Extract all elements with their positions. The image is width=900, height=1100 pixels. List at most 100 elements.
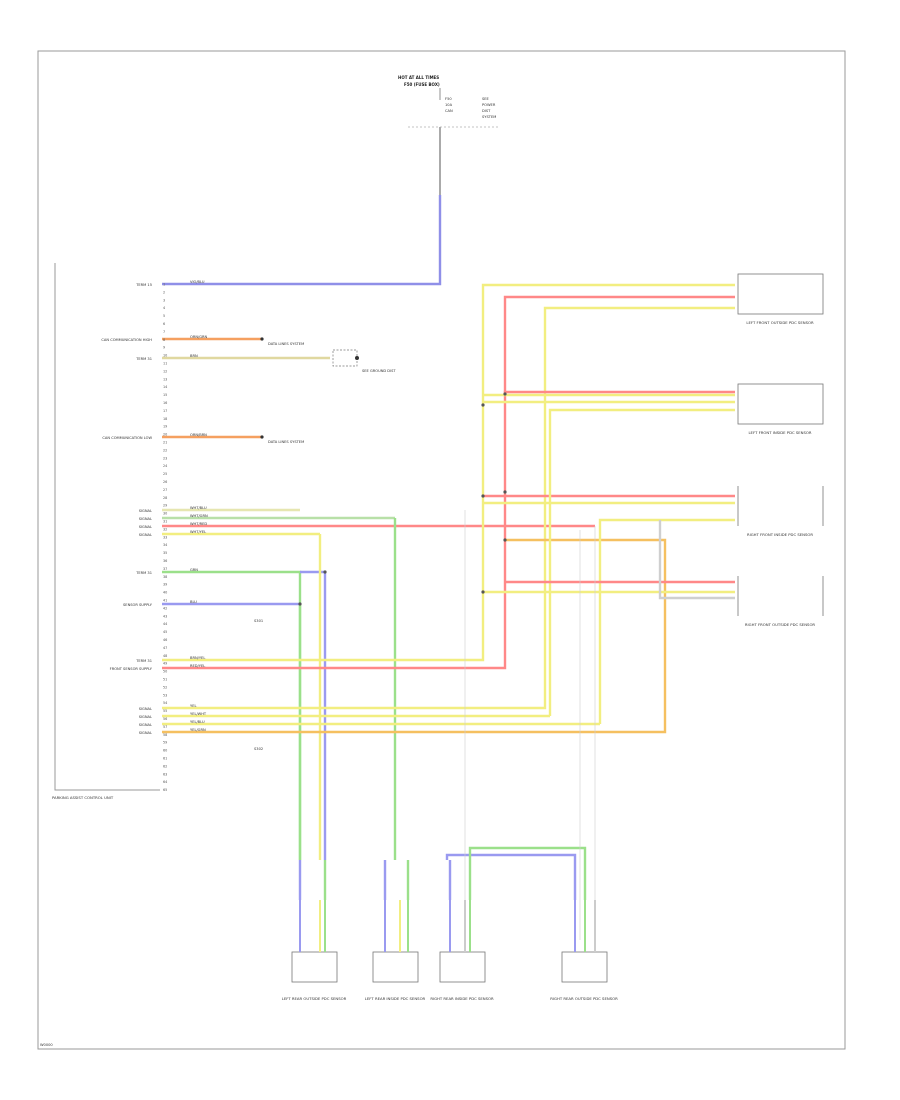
pin-number: 25: [163, 472, 167, 476]
pin-number: 53: [163, 693, 167, 697]
pin-number: 10: [163, 354, 167, 358]
fuse-label: F50: [445, 97, 452, 101]
wire-code-14: YEL/WHT: [190, 712, 207, 716]
wire-code-6: WHT/GRN: [190, 514, 208, 518]
pin-number: 34: [163, 543, 167, 547]
pin-number: 64: [163, 780, 167, 784]
pin-number: 56: [163, 717, 167, 721]
pin-number: 52: [163, 685, 167, 689]
pin-number: 55: [163, 709, 167, 713]
wire-code-3: BRN: [190, 354, 198, 358]
pin-number: 47: [163, 646, 167, 650]
pin-number: 29: [163, 504, 167, 508]
rear-sensor-name-3: RIGHT REAR INSIDE PDC SENSOR: [430, 996, 494, 1001]
pin-number: 21: [163, 441, 167, 445]
input-label-16: SIGNAL: [139, 731, 152, 735]
pin-number: 61: [163, 757, 167, 761]
wire-color-codes: VIO/BLU ORN/GRN BRN ORN/BRN WHT/BLU WHT/…: [190, 280, 208, 732]
fuse-ref-2: POWER: [482, 103, 496, 107]
pin-number: 58: [163, 733, 167, 737]
pin-number: 18: [163, 417, 167, 421]
pin-number-column: 1234567891011121314151617181920212223242…: [163, 283, 167, 793]
wire-code-7: WHT/RED: [190, 522, 207, 526]
front-sensor-name-1: LEFT FRONT OUTSIDE PDC SENSOR: [746, 320, 814, 325]
front-sensors: LEFT FRONT OUTSIDE PDC SENSOR LEFT FRONT…: [737, 273, 824, 627]
wire-code-11: BRN/YEL: [190, 656, 205, 660]
pin-number: 23: [163, 456, 167, 460]
splice-1: S301: [254, 619, 263, 623]
control-unit-name: PARKING ASSIST CONTROL UNIT: [52, 795, 114, 800]
wire-code-9: GRN: [190, 568, 198, 572]
rear-sensor-4: RIGHT REAR OUTSIDE PDC SENSOR: [550, 951, 618, 1001]
wire-code-2: ORN/GRN: [190, 335, 208, 339]
top-connector-title: HOT AT ALL TIMES: [398, 75, 439, 80]
wire-rear-right-green: [468, 846, 587, 900]
pin-number: 8: [163, 338, 165, 342]
pin-number: 39: [163, 583, 167, 587]
pin-number: 49: [163, 662, 167, 666]
pin-number: 17: [163, 409, 167, 413]
input-label-15: SIGNAL: [139, 723, 152, 727]
pin-number: 4: [163, 306, 165, 310]
pin-number: 60: [163, 749, 167, 753]
wire-code-15: YEL/BLU: [190, 720, 205, 724]
rear-sensors: LEFT REAR OUTSIDE PDC SENSOR LEFT REAR I…: [282, 900, 618, 1001]
pin-number: 51: [163, 678, 167, 682]
front-sensor-4: RIGHT FRONT OUTSIDE PDC SENSOR: [737, 576, 824, 627]
pin-number: 12: [163, 369, 167, 373]
wire-front-term31: [162, 283, 735, 662]
input-label-12: FRONT SENSOR SUPPLY: [110, 667, 153, 671]
pin-number: 30: [163, 512, 167, 516]
front-sensor-2: LEFT FRONT INSIDE PDC SENSOR: [737, 383, 824, 435]
pin-number: 33: [163, 535, 167, 539]
pin-number: 41: [163, 599, 167, 603]
pin-number: 44: [163, 622, 167, 626]
pin-number: 6: [163, 322, 165, 326]
input-label-2: CAN COMMUNICATION HIGH: [101, 338, 152, 342]
pin-number: 45: [163, 630, 167, 634]
input-label-10: SENSOR SUPPLY: [123, 603, 153, 607]
wire-term15-feed: [162, 195, 442, 286]
rear-sensor-name-1: LEFT REAR OUTSIDE PDC SENSOR: [282, 996, 347, 1001]
pin-number: 15: [163, 393, 167, 397]
pin-number: 31: [163, 520, 167, 524]
pin-number: 32: [163, 527, 167, 531]
rear-sensor-2: LEFT REAR INSIDE PDC SENSOR: [365, 951, 426, 1001]
input-label-7: SIGNAL: [139, 525, 152, 529]
front-sensor-name-2: LEFT FRONT INSIDE PDC SENSOR: [748, 430, 811, 435]
pin-number: 28: [163, 496, 167, 500]
wire-code-5: WHT/BLU: [190, 506, 207, 510]
wire-front-signal-1: [162, 306, 735, 710]
pin-number: 48: [163, 654, 167, 658]
wire-code-1: VIO/BLU: [190, 280, 205, 284]
rear-sensor-name-2: LEFT REAR INSIDE PDC SENSOR: [365, 996, 426, 1001]
pin-number: 2: [163, 290, 165, 294]
front-sensor-name-3: RIGHT FRONT INSIDE PDC SENSOR: [747, 532, 813, 537]
input-label-3: TERM 31: [135, 357, 152, 361]
input-label-9: TERM 31: [135, 571, 152, 575]
input-label-1: TERM 15: [135, 283, 152, 287]
pin-number: 20: [163, 433, 167, 437]
input-label-11: TERM 31: [135, 659, 152, 663]
input-label-5: SIGNAL: [139, 509, 152, 513]
wire-front-signal-4: [162, 538, 667, 734]
pin-number: 11: [163, 362, 167, 366]
pin-number: 37: [163, 567, 167, 571]
pin-number: 13: [163, 377, 167, 381]
pin-number: 65: [163, 788, 167, 792]
pin-number: 24: [163, 464, 167, 468]
splice-dots: [298, 392, 507, 606]
fuse-rating: 10A: [445, 103, 453, 107]
pin-number: 35: [163, 551, 167, 555]
fuse-can: CAN: [445, 109, 453, 113]
fuse-ref-4: SYSTEM: [482, 115, 496, 119]
pin-number: 9: [163, 346, 165, 350]
pin-number: 3: [163, 298, 165, 302]
top-power-connector: HOT AT ALL TIMES F50 (FUSE BOX) F50 10A …: [398, 75, 500, 195]
pin-number: 59: [163, 741, 167, 745]
pin-number: 16: [163, 401, 167, 405]
wire-rear-right-blue: [445, 853, 577, 900]
fuse-ref-3: DIST: [482, 109, 491, 113]
pin-number: 50: [163, 670, 167, 674]
pin-number: 1: [163, 283, 165, 287]
